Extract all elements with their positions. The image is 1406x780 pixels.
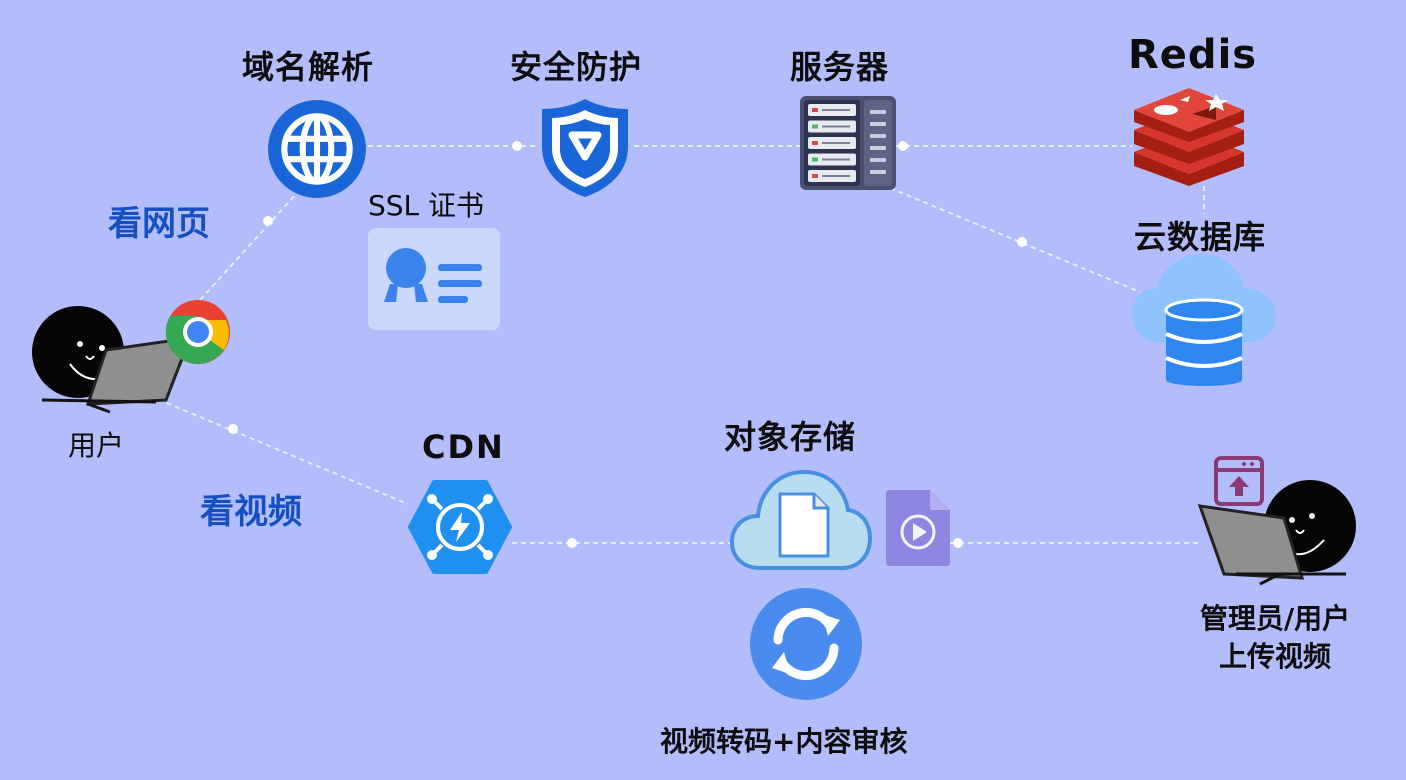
- server-led: [812, 124, 818, 129]
- object-storage-label: 对象存储: [724, 418, 857, 456]
- link-user-dns-dot: [263, 216, 273, 226]
- server-vent: [822, 158, 850, 161]
- cdn-icon: [408, 480, 512, 574]
- shield-icon: [542, 99, 628, 197]
- user-label: 用户: [68, 429, 125, 462]
- admin-label-line2: 上传视频: [1218, 640, 1331, 673]
- link-cdn-storage-dot: [567, 538, 577, 548]
- cloud-db-label: 云数据库: [1134, 218, 1267, 256]
- admin-label-line1: 管理员/用户: [1199, 602, 1351, 635]
- chrome-icon: [165, 300, 230, 364]
- link-server-clouddb-dot: [1017, 237, 1027, 247]
- link-user-dns: [199, 191, 299, 301]
- server-vent: [822, 125, 850, 128]
- user-laptop-icon: [32, 306, 193, 414]
- server-led: [812, 141, 818, 145]
- transcode-label: 视频转码+内容审核: [660, 725, 908, 758]
- server-vent: [822, 109, 850, 111]
- admin-laptop-icon: [1197, 480, 1356, 586]
- browse-path-label: 看网页: [108, 204, 210, 244]
- server-rack-icon: [800, 96, 896, 190]
- server-vent: [822, 175, 850, 177]
- admin-label: 管理员/用户 上传视频: [1180, 600, 1370, 676]
- link-user-cdn: [149, 395, 409, 505]
- link-server-clouddb: [889, 187, 1141, 293]
- cloud-database-icon: [1132, 254, 1276, 386]
- cloud-file-icon: [730, 469, 872, 570]
- redis-icon: [1134, 88, 1244, 186]
- dns-label: 域名解析: [242, 48, 375, 86]
- watch-path-label: 看视频: [200, 492, 302, 532]
- server-led: [812, 157, 818, 162]
- server-led: [812, 174, 818, 178]
- video-file-icon: [886, 490, 950, 566]
- certificate-icon: [368, 228, 500, 330]
- globe-icon: [268, 100, 366, 198]
- cdn-label: CDN: [422, 428, 505, 466]
- server-vent: [822, 142, 850, 144]
- security-label: 安全防护: [510, 48, 643, 86]
- link-video-admin-dot: [953, 538, 963, 548]
- redis-label: Redis: [1128, 32, 1258, 78]
- upload-window-icon: [1214, 456, 1264, 506]
- link-server-redis-dot: [898, 141, 908, 151]
- server-led: [812, 108, 818, 112]
- refresh-icon: [750, 588, 862, 700]
- server-label: 服务器: [790, 48, 890, 86]
- link-user-cdn-dot: [228, 424, 238, 434]
- link-dns-security-dot: [512, 141, 522, 151]
- ssl-label: SSL 证书: [368, 189, 485, 222]
